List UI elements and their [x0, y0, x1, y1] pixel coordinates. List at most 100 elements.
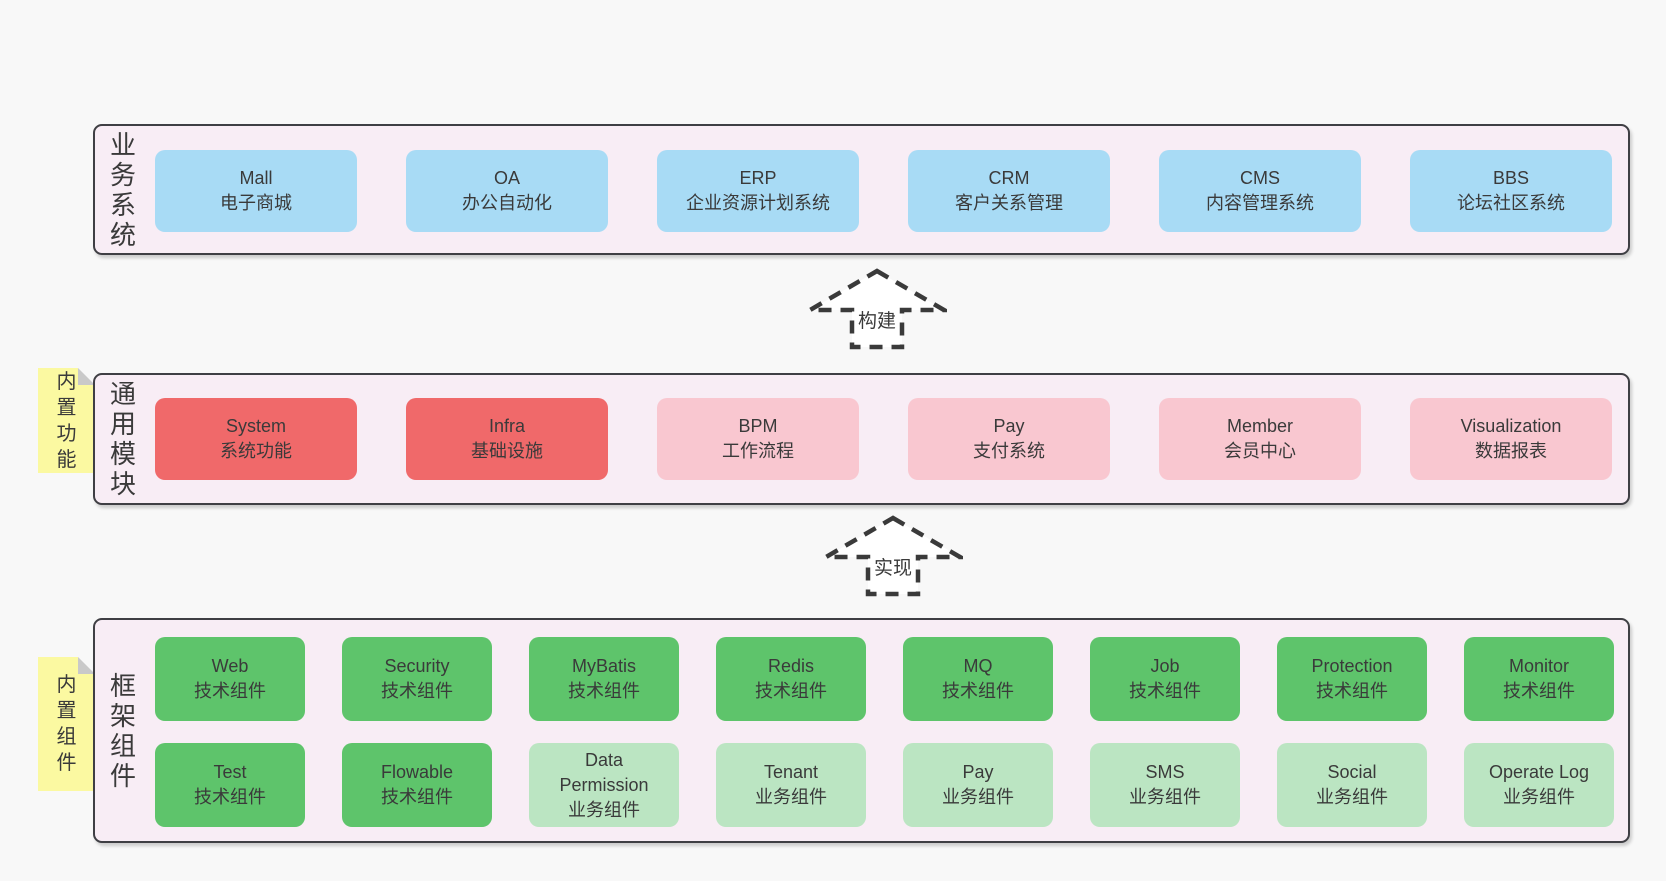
common-modules-layer: 通用模块 System 系统功能 Infra 基础设施 BPM 工作流程 Pay…	[93, 373, 1630, 505]
box-title: CRM	[988, 168, 1030, 188]
box-subtitle: 基础设施	[471, 441, 543, 461]
box-title: Data Permission	[559, 749, 649, 795]
box-title: ERP	[739, 168, 777, 188]
box-title: Pay	[993, 416, 1025, 436]
box-subtitle: 论坛社区系统	[1457, 193, 1565, 213]
box-monitor: Monitor 技术组件	[1464, 637, 1614, 721]
box-subtitle: 业务组件	[942, 787, 1014, 807]
box-system: System 系统功能	[155, 398, 357, 480]
box-pay-biz: Pay 业务组件	[903, 743, 1053, 827]
box-title: Infra	[488, 416, 526, 436]
box-subtitle: 技术组件	[194, 787, 266, 807]
box-title: SMS	[1145, 762, 1185, 782]
components-row-2: Test 技术组件 Flowable 技术组件 Data Permission …	[155, 743, 1614, 827]
box-title: Monitor	[1508, 656, 1570, 676]
box-title: Redis	[767, 656, 815, 676]
box-subtitle: 工作流程	[722, 441, 794, 461]
box-title: Web	[211, 656, 249, 676]
box-title: MQ	[963, 656, 993, 676]
box-pay: Pay 支付系统	[908, 398, 1110, 480]
layer-label-modules: 通用模块	[110, 379, 137, 499]
sticky-note-builtin-components: 内置组件	[38, 657, 95, 791]
sticky-note-text: 内置功能	[56, 370, 77, 471]
box-subtitle: 技术组件	[942, 681, 1014, 701]
box-subtitle: 技术组件	[381, 787, 453, 807]
framework-components-layer: 框架组件 Web 技术组件 Security 技术组件 MyBatis 技术组件…	[93, 618, 1630, 843]
box-title: MyBatis	[571, 656, 636, 676]
box-data-permission: Data Permission 业务组件	[529, 743, 679, 827]
box-subtitle: 办公自动化	[462, 193, 552, 213]
box-subtitle: 会员中心	[1224, 441, 1296, 461]
box-title: Protection	[1311, 656, 1393, 676]
layer-label-business: 业务系统	[110, 129, 137, 250]
box-subtitle: 业务组件	[1316, 787, 1388, 807]
box-web: Web 技术组件	[155, 637, 305, 721]
box-title: Test	[213, 762, 247, 782]
box-subtitle: 业务组件	[755, 787, 827, 807]
box-flowable: Flowable 技术组件	[342, 743, 492, 827]
box-title: Visualization	[1460, 416, 1562, 436]
box-title: System	[225, 416, 286, 436]
box-redis: Redis 技术组件	[716, 637, 866, 721]
components-grid: Web 技术组件 Security 技术组件 MyBatis 技术组件 Redi…	[155, 637, 1614, 827]
box-member: Member 会员中心	[1159, 398, 1361, 480]
box-title: CMS	[1240, 168, 1280, 188]
box-security: Security 技术组件	[342, 637, 492, 721]
box-title: Mall	[239, 168, 273, 188]
box-cms: CMS 内容管理系统	[1159, 150, 1361, 232]
box-subtitle: 业务组件	[1129, 787, 1201, 807]
box-tenant: Tenant 业务组件	[716, 743, 866, 827]
up-arrow-icon	[807, 268, 947, 350]
box-subtitle: 技术组件	[194, 681, 266, 701]
box-bbs: BBS 论坛社区系统	[1410, 150, 1612, 232]
box-bpm: BPM 工作流程	[657, 398, 859, 480]
box-title: Job	[1150, 656, 1180, 676]
box-subtitle: 内容管理系统	[1206, 193, 1314, 213]
sticky-note-text: 内置组件	[56, 674, 77, 774]
box-title: BPM	[738, 416, 778, 436]
box-subtitle: 数据报表	[1475, 441, 1547, 461]
box-subtitle: 业务组件	[1503, 787, 1575, 807]
box-mybatis: MyBatis 技术组件	[529, 637, 679, 721]
arrow-implement-label: 实现	[871, 558, 915, 580]
box-subtitle: 技术组件	[568, 681, 640, 701]
up-arrow-build: 构建	[807, 268, 947, 350]
box-subtitle: 技术组件	[1129, 681, 1201, 701]
layer-label-components: 框架组件	[110, 670, 137, 791]
box-oa: OA 办公自动化	[406, 150, 608, 232]
box-job: Job 技术组件	[1090, 637, 1240, 721]
box-title: Security	[384, 656, 450, 676]
modules-boxes-row: System 系统功能 Infra 基础设施 BPM 工作流程 Pay 支付系统…	[155, 398, 1612, 480]
box-title: Operate Log	[1488, 762, 1590, 782]
business-boxes-row: Mall 电子商城 OA 办公自动化 ERP 企业资源计划系统 CRM 客户关系…	[155, 150, 1612, 232]
box-subtitle: 技术组件	[381, 681, 453, 701]
box-mq: MQ 技术组件	[903, 637, 1053, 721]
box-mall: Mall 电子商城	[155, 150, 357, 232]
up-arrow-icon	[823, 515, 963, 597]
box-erp: ERP 企业资源计划系统	[657, 150, 859, 232]
box-operate-log: Operate Log 业务组件	[1464, 743, 1614, 827]
components-row-1: Web 技术组件 Security 技术组件 MyBatis 技术组件 Redi…	[155, 637, 1614, 721]
box-title: Social	[1327, 762, 1377, 782]
box-subtitle: 系统功能	[220, 441, 292, 461]
arrow-build-label: 构建	[855, 311, 899, 333]
box-title: Flowable	[380, 762, 454, 782]
box-title: Tenant	[763, 762, 819, 782]
box-test: Test 技术组件	[155, 743, 305, 827]
box-title: OA	[493, 168, 520, 188]
box-infra: Infra 基础设施	[406, 398, 608, 480]
box-subtitle: 技术组件	[1316, 681, 1388, 701]
box-title: Pay	[962, 762, 994, 782]
box-crm: CRM 客户关系管理	[908, 150, 1110, 232]
box-subtitle: 企业资源计划系统	[686, 193, 830, 213]
sticky-note-builtin-features: 内置功能	[38, 368, 95, 473]
box-sms: SMS 业务组件	[1090, 743, 1240, 827]
box-visualization: Visualization 数据报表	[1410, 398, 1612, 480]
box-protection: Protection 技术组件	[1277, 637, 1427, 721]
box-subtitle: 技术组件	[1503, 681, 1575, 701]
box-subtitle: 业务组件	[568, 799, 640, 820]
business-systems-layer: 业务系统 Mall 电子商城 OA 办公自动化 ERP 企业资源计划系统 CRM…	[93, 124, 1630, 255]
box-subtitle: 技术组件	[755, 681, 827, 701]
box-subtitle: 支付系统	[973, 441, 1045, 461]
